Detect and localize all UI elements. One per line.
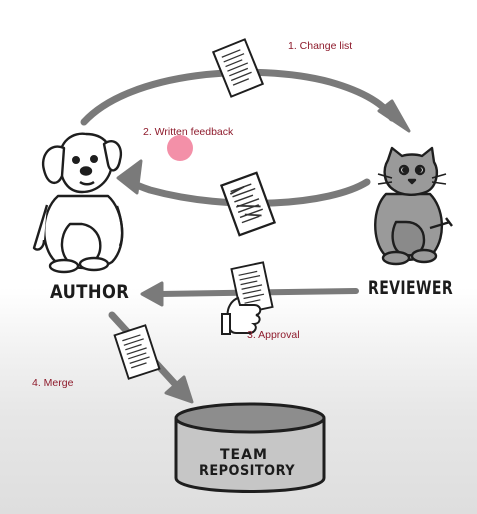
merge-document-icon bbox=[113, 324, 161, 380]
reviewer-label: REVIEWER bbox=[368, 277, 454, 299]
change-list-arrow bbox=[80, 68, 411, 133]
step-change-list-label: 1. Change list bbox=[288, 40, 353, 52]
repository-label-line1: TEAM bbox=[220, 447, 268, 463]
feedback-arrow bbox=[116, 159, 371, 207]
step-approval-label: 3. Approval bbox=[247, 329, 300, 341]
author-label: AUTHOR bbox=[50, 281, 130, 303]
dog-author-icon bbox=[32, 132, 124, 274]
change-list-document-icon bbox=[212, 38, 264, 98]
repository-label-line2: REPOSITORY bbox=[199, 463, 296, 479]
cat-reviewer-icon bbox=[374, 146, 453, 266]
cursor-highlight-dot bbox=[167, 135, 193, 161]
team-repository-cylinder bbox=[174, 402, 326, 493]
step-written-feedback-label: 2. Written feedback bbox=[143, 126, 234, 138]
step-merge-label: 4. Merge bbox=[32, 377, 74, 389]
thumbs-up-icon bbox=[221, 296, 262, 335]
feedback-document-icon bbox=[220, 171, 276, 237]
